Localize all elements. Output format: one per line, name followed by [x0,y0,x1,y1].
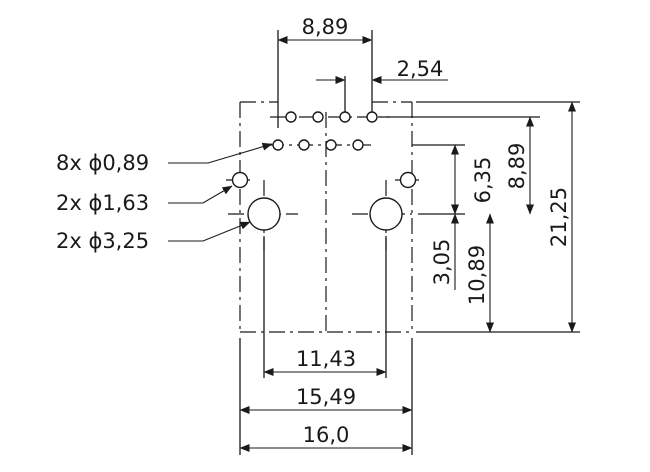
dim-body-width: 16,0 [303,423,350,447]
dim-pin-pitch: 2,54 [397,57,444,81]
dim-peg-spacing: 11,43 [296,347,356,371]
peg-holes [247,197,403,231]
leader-led-holes [168,185,233,204]
leader-pin-holes [168,142,273,164]
led-holes [231,171,417,189]
dim-overall-height: 21,25 [547,187,571,247]
extension-lines [239,30,580,455]
leader-peg-holes [168,221,251,242]
dim-peg-from-edge: 10,89 [465,245,489,305]
callout-led-holes: 2x ϕ1,63 [56,191,149,215]
dim-row-height: 8,89 [505,143,529,190]
dim-pitch-width: 8,89 [302,15,349,39]
pin-holes [272,111,378,151]
dim-led-spacing: 15,49 [296,385,356,409]
callout-peg-holes: 2x ϕ3,25 [56,229,149,253]
dim-led-offset: 6,35 [471,157,495,204]
dim-peg-height: 3,05 [430,239,454,286]
callout-pin-holes: 8x ϕ0,89 [56,151,149,175]
